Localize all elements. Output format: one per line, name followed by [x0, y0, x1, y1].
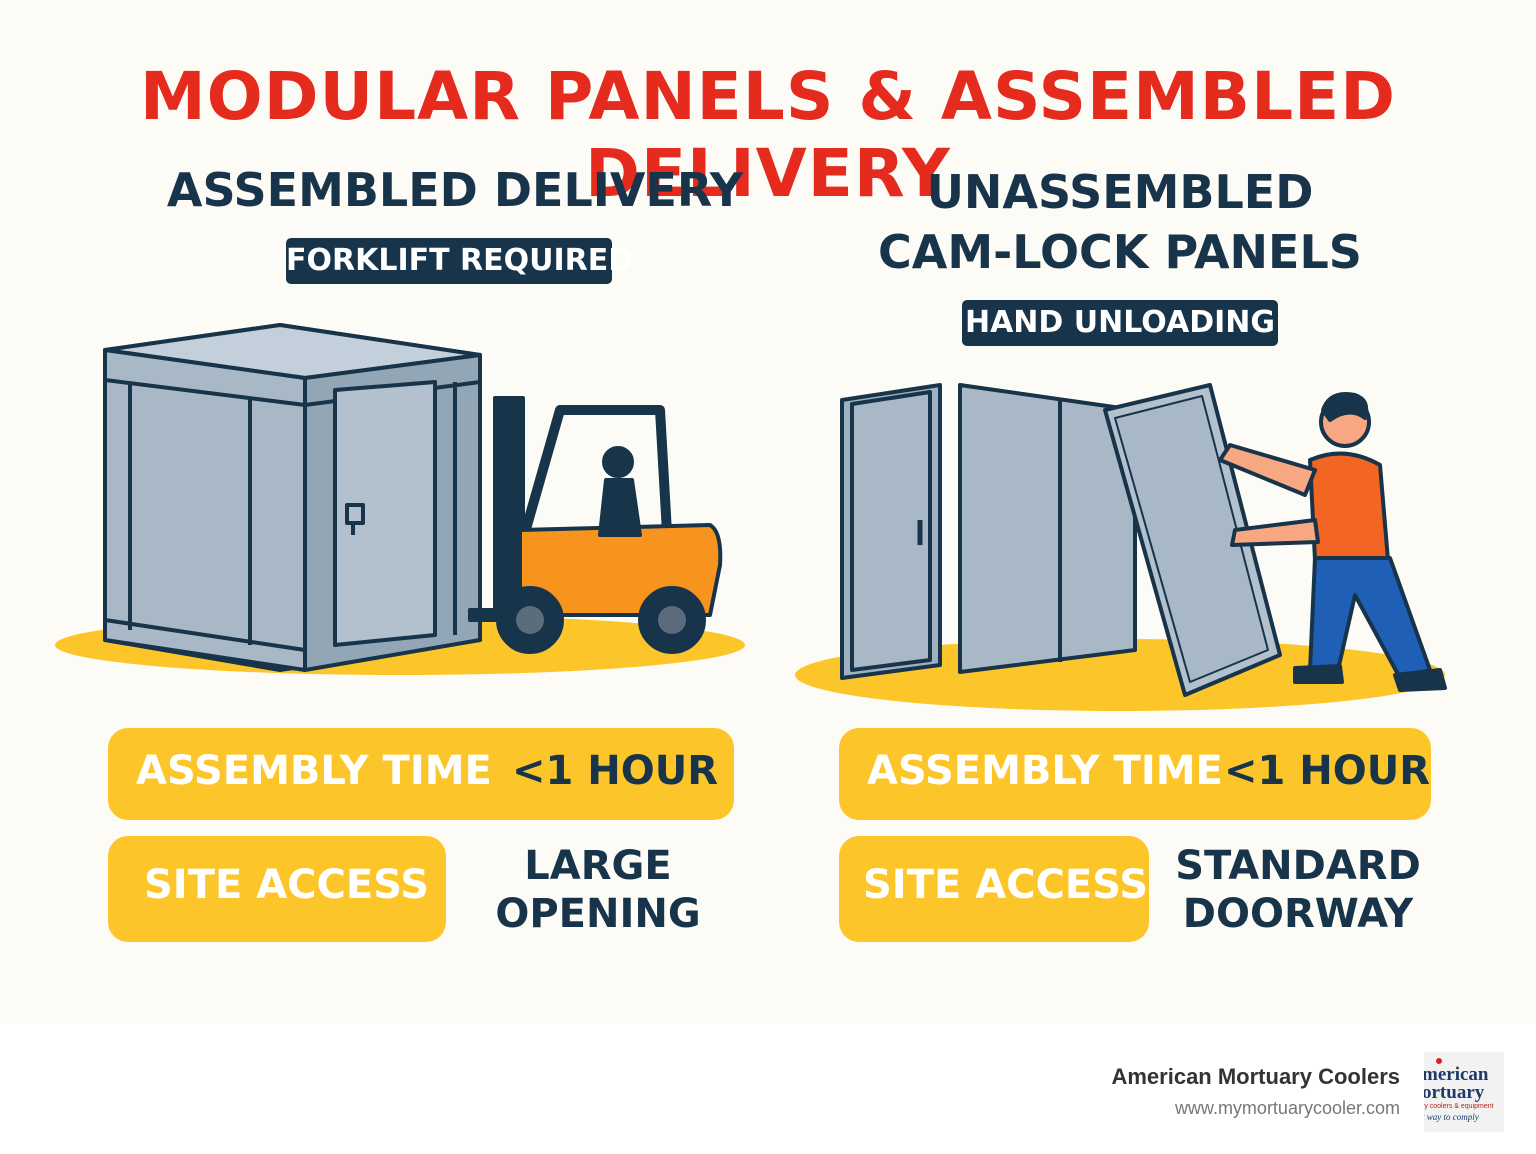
panel-stack-icon	[840, 383, 1282, 697]
left-assembly-label: ASSEMBLY TIME	[136, 748, 492, 794]
footer-bar	[0, 1024, 1536, 1154]
left-heading: ASSEMBLED DELIVERY	[166, 163, 744, 217]
left-site-access-row: SITE ACCESS	[108, 836, 446, 942]
right-tag-hand-unloading: HAND UNLOADING	[962, 300, 1278, 346]
right-heading: UNASSEMBLED CAM-LOCK PANELS	[830, 162, 1410, 282]
right-access-value: STANDARD DOORWAY	[1160, 842, 1436, 938]
left-assembly-value: <1 HOUR	[512, 748, 719, 794]
logo-star-icon	[1436, 1058, 1442, 1064]
left-assembly-time-row: ASSEMBLY TIME <1 HOUR	[108, 728, 734, 820]
forklift-icon	[468, 396, 723, 654]
panels-worker-illustration	[795, 383, 1447, 711]
left-tag-forklift: FORKLIFT REQUIRED	[286, 238, 633, 284]
left-access-value-line1: LARGE	[524, 843, 672, 889]
logo-line1: merican	[1424, 1064, 1489, 1085]
right-assembly-label: ASSEMBLY TIME	[867, 748, 1223, 794]
right-access-value-line2: DOORWAY	[1182, 891, 1414, 937]
right-heading-line2: CAM-LOCK PANELS	[878, 225, 1362, 279]
logo-line2: ortuary	[1424, 1082, 1485, 1103]
left-access-value: LARGE OPENING	[470, 842, 726, 938]
right-site-access-row: SITE ACCESS	[839, 836, 1149, 942]
driver-head	[602, 446, 634, 478]
right-access-value-line1: STANDARD	[1175, 843, 1421, 889]
right-assembly-value: <1 HOUR	[1224, 748, 1431, 794]
footer-brand-url[interactable]: www.mymortuarycooler.com	[1174, 1098, 1400, 1118]
left-access-label: SITE ACCESS	[144, 862, 430, 908]
ground-shadow-right	[795, 639, 1445, 711]
logo-line3: ry coolers & equipment	[1424, 1103, 1494, 1110]
walk-in-cooler-forklift-illustration	[55, 323, 745, 675]
logo-line4: t way to comply	[1424, 1112, 1479, 1122]
worker-icon	[1218, 392, 1447, 692]
walk-in-cooler-icon	[103, 323, 482, 672]
right-assembly-time-row: ASSEMBLY TIME <1 HOUR	[839, 728, 1431, 820]
footer-brand-name: American Mortuary Coolers	[1111, 1064, 1400, 1089]
left-access-value-line2: OPENING	[495, 891, 701, 937]
page-title: MODULAR PANELS & ASSEMBLED DELIVERY	[139, 58, 1397, 212]
right-access-label: SITE ACCESS	[863, 862, 1149, 908]
right-heading-line1: UNASSEMBLED	[926, 165, 1314, 219]
brand-logo: merican ortuary ry coolers & equipment t…	[1424, 1052, 1504, 1132]
